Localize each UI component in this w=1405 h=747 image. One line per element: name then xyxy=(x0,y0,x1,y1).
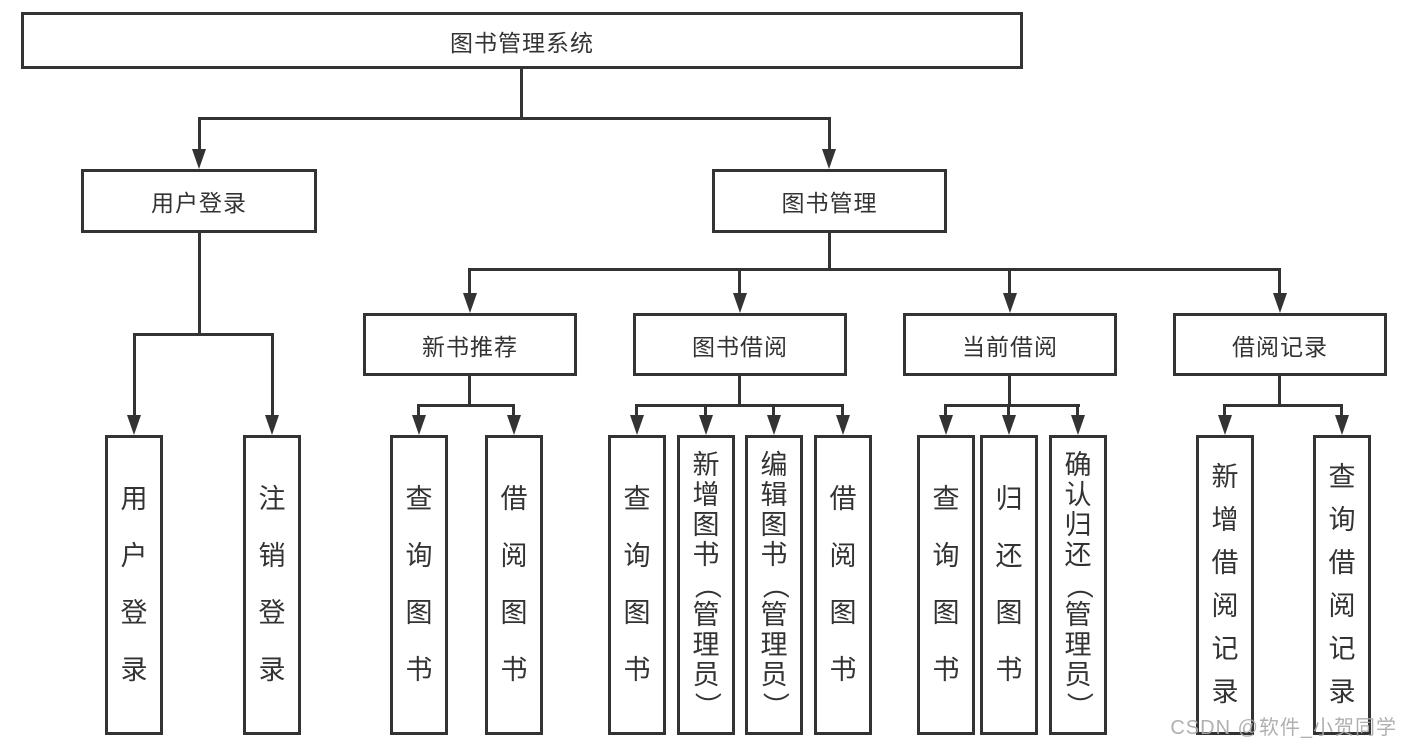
connector-line xyxy=(271,333,274,417)
arrowhead-icon xyxy=(767,415,781,435)
node-book-borrow-label: 图书借阅 xyxy=(692,333,788,360)
leaf-borrow-books-2: 借阅图书 xyxy=(814,435,872,735)
node-current-borrow-label: 当前借阅 xyxy=(962,333,1058,360)
connector-line xyxy=(1278,268,1281,296)
connector-line xyxy=(468,268,1281,271)
arrowhead-icon xyxy=(1218,415,1232,435)
connector-line xyxy=(635,404,844,407)
connector-line xyxy=(198,117,831,120)
connector-line xyxy=(828,117,831,152)
arrowhead-icon xyxy=(127,415,141,435)
leaf-label: 新增借阅记录 xyxy=(1211,462,1239,707)
leaf-query-borrow-record: 查询借阅记录 xyxy=(1313,435,1371,735)
connector-line xyxy=(738,376,741,407)
arrowhead-icon xyxy=(265,415,279,435)
arrowhead-icon xyxy=(463,293,477,313)
connector-line xyxy=(944,404,1080,407)
leaf-user-login: 用户登录 xyxy=(105,435,163,735)
connector-line xyxy=(512,404,515,418)
connector-line xyxy=(468,268,471,296)
node-book-borrow: 图书借阅 xyxy=(633,313,847,376)
leaf-label: 借阅图书 xyxy=(500,484,528,685)
node-book-mgmt-label: 图书管理 xyxy=(781,190,878,216)
connector-line xyxy=(417,404,420,418)
connector-line xyxy=(520,69,523,120)
connector-line xyxy=(1008,268,1011,296)
node-new-books: 新书推荐 xyxy=(363,313,577,376)
node-book-mgmt: 图书管理 xyxy=(712,169,947,233)
arrowhead-icon xyxy=(836,415,850,435)
connector-line xyxy=(1223,404,1343,407)
connector-line xyxy=(1008,376,1011,407)
arrowhead-icon xyxy=(939,415,953,435)
connector-line xyxy=(841,404,844,418)
leaf-add-books-admin: 新增图书（管理员） xyxy=(677,435,735,735)
arrowhead-icon xyxy=(699,415,713,435)
arrowhead-icon xyxy=(1273,293,1287,313)
connector-line xyxy=(772,404,775,418)
arrowhead-icon xyxy=(1003,293,1017,313)
node-new-books-label: 新书推荐 xyxy=(422,333,518,360)
leaf-query-books-3: 查询图书 xyxy=(917,435,975,735)
arrowhead-icon xyxy=(630,415,644,435)
connector-line xyxy=(1340,404,1343,418)
connector-line xyxy=(635,404,638,418)
connector-line xyxy=(468,376,471,407)
leaf-label: 查询图书 xyxy=(932,484,960,685)
arrowhead-icon xyxy=(1071,415,1085,435)
leaf-label: 新增图书（管理员） xyxy=(691,449,722,719)
arrowhead-icon xyxy=(192,149,206,169)
connector-line xyxy=(198,117,201,152)
connector-line xyxy=(944,404,947,418)
leaf-query-books-2: 查询图书 xyxy=(608,435,666,735)
leaf-edit-books-admin: 编辑图书（管理员） xyxy=(745,435,803,735)
leaf-label: 借阅图书 xyxy=(829,484,857,685)
node-user-login-label: 用户登录 xyxy=(151,190,247,216)
connector-line xyxy=(1076,404,1079,418)
leaf-label: 归还图书 xyxy=(995,484,1023,685)
connector-line xyxy=(133,333,274,336)
connector-line xyxy=(1278,376,1281,407)
leaf-return-books: 归还图书 xyxy=(980,435,1038,735)
leaf-query-books-1: 查询图书 xyxy=(390,435,448,735)
connector-line xyxy=(704,404,707,418)
node-root-label: 图书管理系统 xyxy=(450,29,594,56)
leaf-borrow-books-1: 借阅图书 xyxy=(485,435,543,735)
arrowhead-icon xyxy=(733,293,747,313)
leaf-label: 查询图书 xyxy=(405,484,433,685)
connector-line xyxy=(133,333,136,417)
leaf-label: 注销登录 xyxy=(258,484,286,685)
arrowhead-icon xyxy=(1335,415,1349,435)
leaf-confirm-return-admin: 确认归还（管理员） xyxy=(1049,435,1107,735)
arrowhead-icon xyxy=(822,149,836,169)
leaf-label: 编辑图书（管理员） xyxy=(759,449,790,719)
leaf-logout: 注销登录 xyxy=(243,435,301,735)
leaf-add-borrow-record: 新增借阅记录 xyxy=(1196,435,1254,735)
node-borrow-records-label: 借阅记录 xyxy=(1232,333,1328,360)
node-borrow-records: 借阅记录 xyxy=(1173,313,1387,376)
node-current-borrow: 当前借阅 xyxy=(903,313,1117,376)
arrowhead-icon xyxy=(412,415,426,435)
node-user-login: 用户登录 xyxy=(81,169,317,233)
csdn-watermark: CSDN @软件_小贺同学 xyxy=(1170,717,1397,739)
leaf-label: 确认归还（管理员） xyxy=(1063,449,1094,719)
connector-line xyxy=(198,233,201,336)
connector-line xyxy=(738,268,741,296)
connector-line xyxy=(417,404,515,407)
connector-line xyxy=(1223,404,1226,418)
arrowhead-icon xyxy=(1002,415,1016,435)
node-root: 图书管理系统 xyxy=(21,12,1023,69)
arrowhead-icon xyxy=(507,415,521,435)
leaf-label: 用户登录 xyxy=(120,484,148,685)
leaf-label: 查询借阅记录 xyxy=(1328,462,1356,707)
connector-line xyxy=(828,233,831,271)
leaf-label: 查询图书 xyxy=(623,484,651,685)
connector-line xyxy=(1007,404,1010,418)
